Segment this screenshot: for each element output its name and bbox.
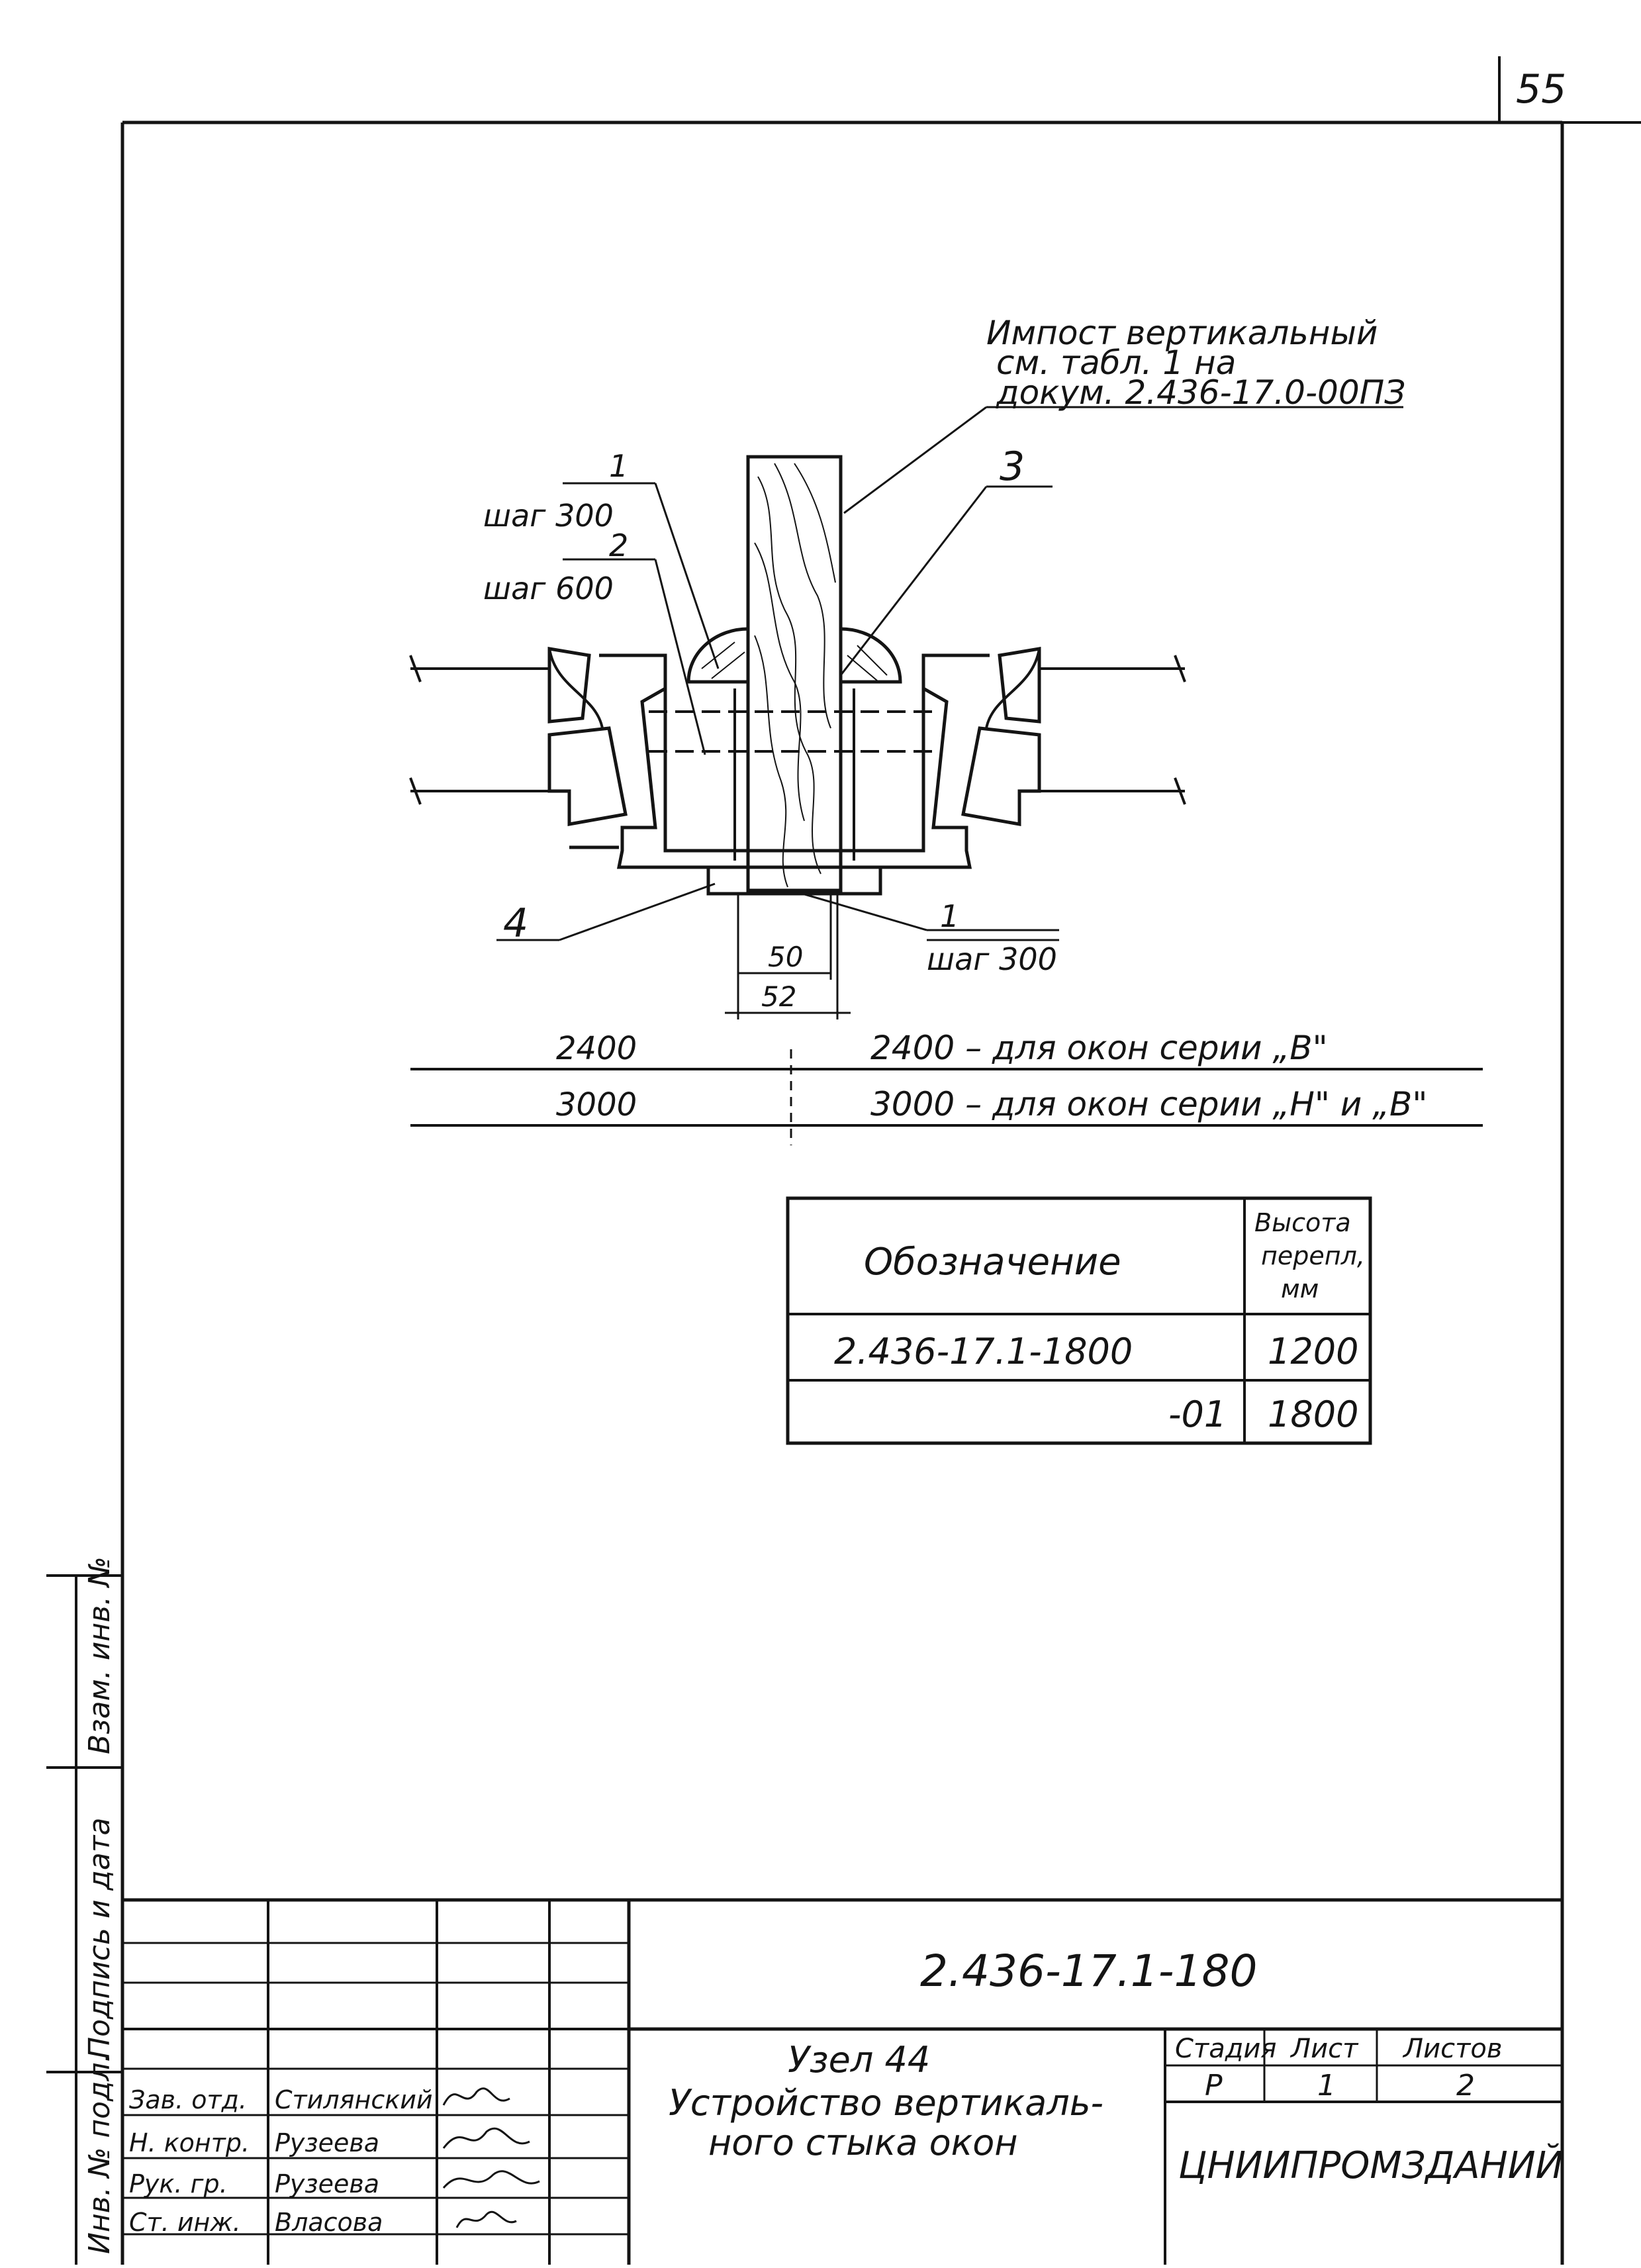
seal-bead-right	[839, 627, 902, 684]
side-stamp-replace: Взам. инв. №	[83, 1556, 117, 1754]
sig-role-3: Рук. гр.	[129, 2169, 228, 2198]
callout-1-top: 1	[609, 448, 628, 484]
right-sash-lower	[961, 726, 1041, 826]
sig-role-2: Н. контр.	[129, 2128, 250, 2157]
wood-grain	[754, 463, 836, 888]
left-sash-upper	[547, 647, 591, 724]
sheet-label: Лист	[1289, 2034, 1359, 2064]
u-channel	[663, 688, 925, 853]
sig-role-1: Зав. отд.	[129, 2085, 247, 2114]
table-row-2-height: 1800	[1268, 1394, 1358, 1435]
impost-post	[746, 455, 843, 892]
side-stamp-signature: Подпись и дата	[83, 1818, 117, 2059]
note-3000: 3000 – для окон серии „Н" и „В"	[870, 1085, 1427, 1123]
table-header-height-2: перепл,	[1261, 1241, 1365, 1270]
table-header-height-3: мм	[1281, 1274, 1319, 1303]
callout-impost-line3: докум. 2.436-17.0-00ПЗ	[996, 373, 1405, 412]
dim-3000: 3000	[556, 1086, 637, 1123]
sig-name-1: Стилянский	[275, 2085, 433, 2114]
callout-3: 3	[1000, 444, 1025, 490]
table-header-designation: Обозначение	[864, 1241, 1121, 1284]
sheet-value: 1	[1317, 2069, 1336, 2103]
title-block: 2.436-17.1-180 Узел 44 Устройство вертик…	[122, 1898, 1564, 2265]
bottom-plate	[706, 865, 882, 896]
sig-name-3: Рузеева	[275, 2169, 379, 2198]
callout-impost-line2: см. табл. 1 на	[996, 344, 1236, 382]
callout-2-step: шаг 600	[483, 571, 614, 606]
side-stamp: Инв. № подл. Подпись и дата Взам. инв. №	[46, 1556, 122, 2265]
page-number: 55	[1516, 66, 1566, 113]
table-row-1-height: 1200	[1268, 1331, 1358, 1372]
left-sash-lower	[547, 726, 628, 826]
sig-role-4: Ст. инж.	[129, 2208, 241, 2237]
callout-1-bottom-step: шаг 300	[927, 941, 1057, 977]
dim-2400: 2400	[556, 1030, 637, 1067]
height-notes: 2400 3000 2400 – для окон серии „В" 3000…	[410, 1029, 1483, 1145]
designation-table: Обозначение Высота перепл, мм 2.436-17.1…	[786, 1196, 1372, 1445]
callout-1-top-step: шаг 300	[483, 498, 614, 534]
table-row-2-designation: -01	[1168, 1394, 1227, 1435]
signature-scribbles	[442, 2087, 540, 2228]
right-sash-upper	[998, 647, 1041, 724]
side-stamp-inv: Инв. № подл.	[83, 2053, 117, 2254]
table-row-1-designation: 2.436-17.1-1800	[834, 1331, 1133, 1372]
window-joint-detail: 50 52 Импост вертикальный см. табл. 1 на…	[409, 314, 1405, 1019]
dim-52: 52	[761, 980, 796, 1013]
right-frame-profile	[841, 653, 990, 869]
callout-1-bottom: 1	[940, 898, 959, 934]
stage-label: Стадия	[1175, 2034, 1276, 2064]
sig-name-4: Власова	[275, 2208, 383, 2237]
doc-code: 2.436-17.1-180	[920, 1946, 1258, 1997]
title-line-1: Узел 44	[788, 2039, 930, 2081]
sheets-value: 2	[1456, 2069, 1475, 2103]
callout-impost-line1: Импост вертикальный	[986, 314, 1378, 352]
callout-4: 4	[503, 900, 528, 947]
stage-value: Р	[1205, 2069, 1223, 2103]
table-header-height-1: Высота	[1254, 1208, 1351, 1237]
left-frame-profile	[599, 653, 748, 869]
organization: ЦНИИПРОМЗДАНИЙ	[1178, 2144, 1564, 2187]
dim-50: 50	[768, 941, 803, 973]
sheets-label: Листов	[1402, 2034, 1502, 2064]
sig-name-2: Рузеева	[275, 2128, 379, 2157]
title-line-3: ного стыка окон	[708, 2122, 1018, 2163]
note-2400: 2400 – для окон серии „В"	[870, 1029, 1328, 1067]
title-line-2: Устройство вертикаль-	[669, 2082, 1103, 2124]
callout-2: 2	[609, 528, 628, 563]
